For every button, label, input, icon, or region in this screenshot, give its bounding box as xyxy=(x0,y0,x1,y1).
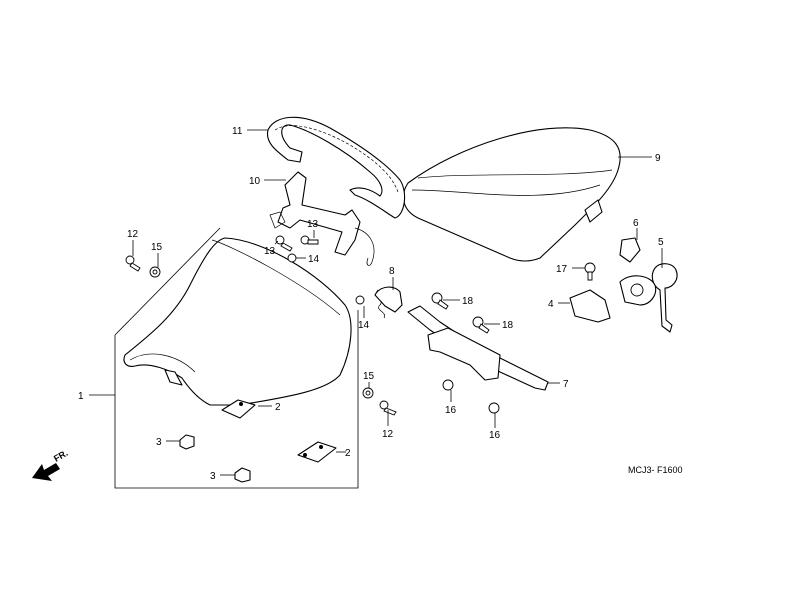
diagram-code: MCJ3- F1600 xyxy=(628,465,683,475)
callout-4: 4 xyxy=(548,299,554,310)
bolt-12b xyxy=(379,400,397,416)
callout-2b: 2 xyxy=(345,448,351,459)
callout-2a: 2 xyxy=(275,402,281,413)
grab-strap xyxy=(266,116,406,219)
direction-label: FR. xyxy=(52,448,70,464)
callout-3a: 3 xyxy=(156,437,162,448)
seat-catch-hook xyxy=(407,305,549,391)
callout-12a: 12 xyxy=(127,229,139,240)
callout-5: 5 xyxy=(658,237,664,248)
callout-16b: 16 xyxy=(489,430,501,441)
nut-16a xyxy=(442,379,454,391)
lock-cylinder xyxy=(619,275,657,306)
bolt-13b xyxy=(300,235,319,245)
callout-18b: 18 xyxy=(502,320,514,331)
rear-seat xyxy=(402,127,621,262)
callout-18a: 18 xyxy=(462,296,474,307)
lock-holder xyxy=(569,289,611,323)
cushion-3b xyxy=(234,467,251,483)
front-seat xyxy=(123,237,352,406)
lock-key xyxy=(651,263,678,333)
callout-16a: 16 xyxy=(445,405,457,416)
callout-14b: 14 xyxy=(358,320,370,331)
callout-3b: 3 xyxy=(210,471,216,482)
nut-14b xyxy=(355,295,365,305)
callout-13b: 13 xyxy=(264,246,276,257)
callout-6: 6 xyxy=(633,218,639,229)
callout-10: 10 xyxy=(249,176,261,187)
callout-13a: 13 xyxy=(307,219,319,230)
front-direction-arrow: FR. xyxy=(32,448,70,481)
callout-12b: 12 xyxy=(382,429,394,440)
callout-8: 8 xyxy=(389,266,395,277)
leader-lines xyxy=(89,129,663,476)
callout-11: 11 xyxy=(232,126,243,137)
bolt-18a xyxy=(431,292,449,310)
seat-lock-spring xyxy=(374,286,403,319)
callout-15b: 15 xyxy=(363,371,375,382)
cushion-3a xyxy=(179,434,195,450)
bolt-13a xyxy=(275,235,293,252)
bolt-18b xyxy=(472,316,490,334)
callout-9: 9 xyxy=(655,153,661,164)
nut-15b xyxy=(362,387,374,399)
bolt-12a xyxy=(125,255,141,272)
callout-numbers: 1 2 2 3 3 4 5 6 7 8 9 10 11 12 12 13 13 … xyxy=(78,126,664,482)
front-seat-frame xyxy=(114,227,359,489)
nut-15a xyxy=(149,266,161,278)
seat-bracket xyxy=(269,171,375,266)
bolt-17 xyxy=(584,262,596,281)
callout-7: 7 xyxy=(563,379,569,390)
lock-clip xyxy=(619,237,641,263)
callout-14a: 14 xyxy=(308,254,320,265)
seat-damper-2b xyxy=(297,441,337,463)
nut-14a xyxy=(287,253,297,263)
callout-1: 1 xyxy=(78,391,84,402)
nut-16b xyxy=(488,402,500,414)
callout-15a: 15 xyxy=(151,242,163,253)
callout-17: 17 xyxy=(556,264,568,275)
seat-damper-2a xyxy=(221,399,256,419)
